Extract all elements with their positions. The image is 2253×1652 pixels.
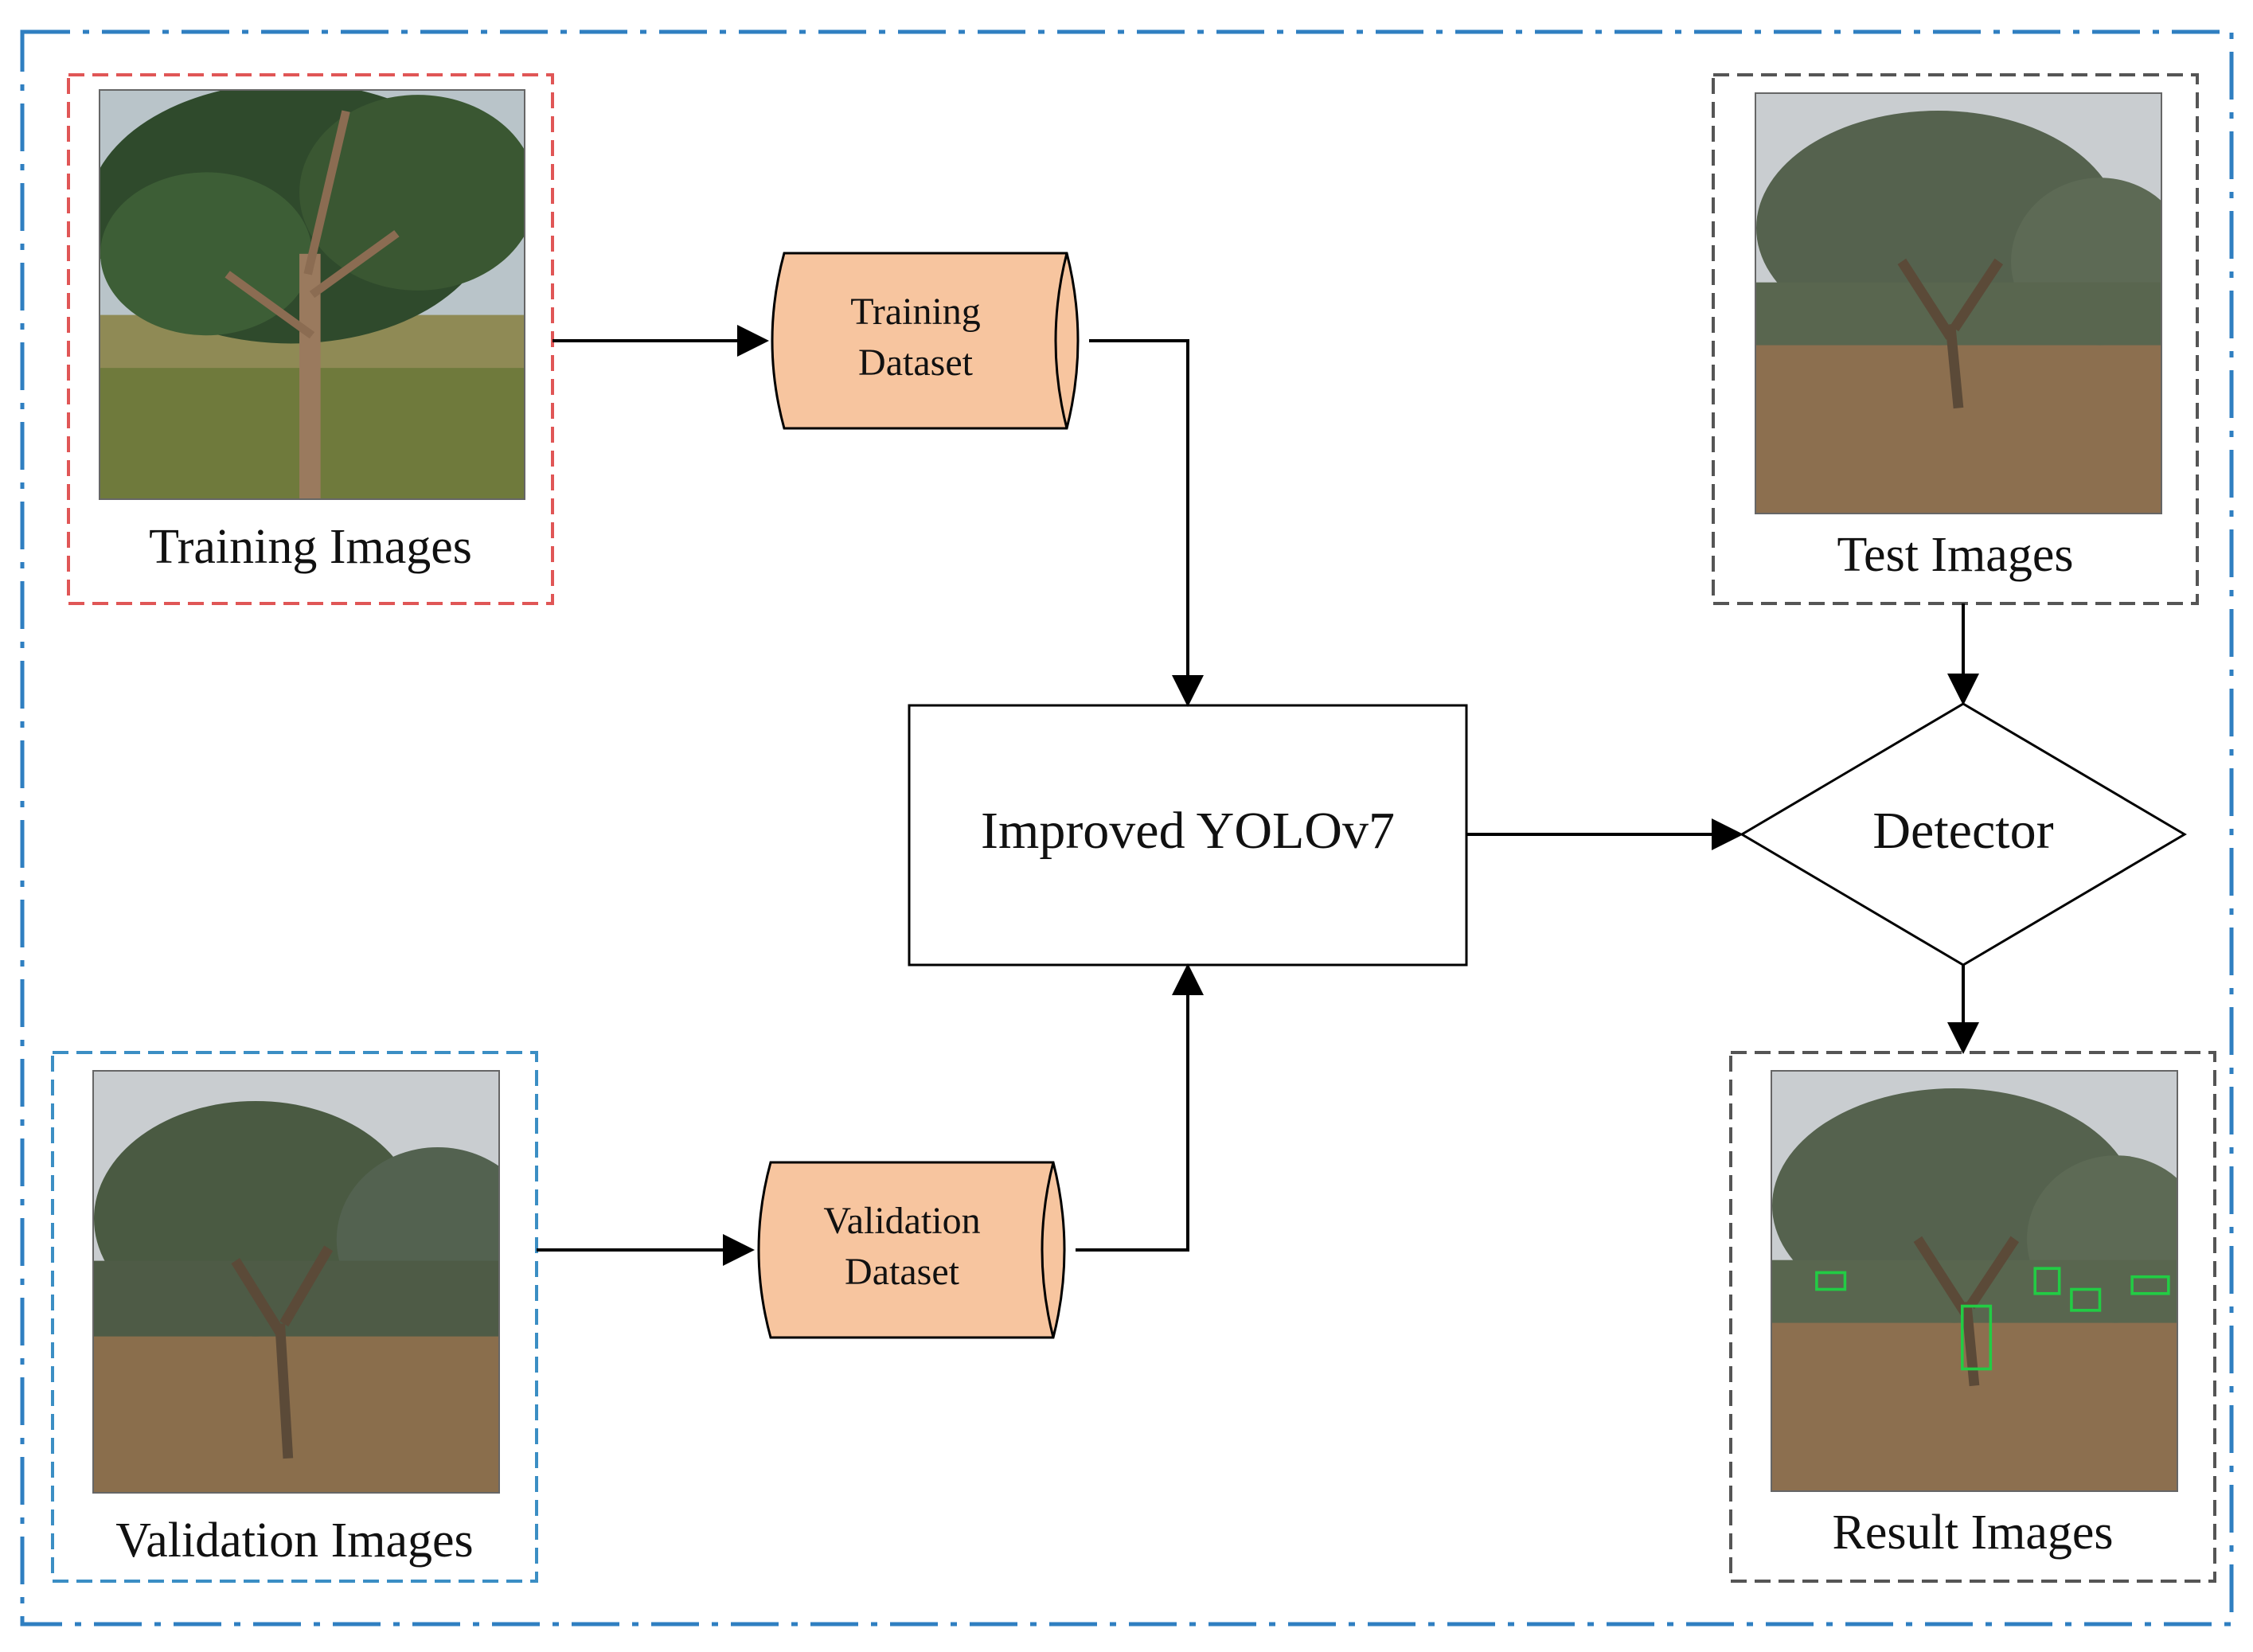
test-images-frame xyxy=(1712,73,2199,605)
training-tree-photo xyxy=(99,89,525,500)
training-dataset-line2: Dataset xyxy=(858,342,973,384)
training-images-label: Training Images xyxy=(149,520,472,574)
result-images-label: Result Images xyxy=(1832,1506,2114,1560)
validation-dataset-line2: Dataset xyxy=(845,1251,959,1293)
validation-dataset-line1: Validation xyxy=(823,1200,981,1242)
test-images-label: Test Images xyxy=(1837,528,2074,582)
model-box xyxy=(908,704,1468,967)
test-tree-photo xyxy=(1755,92,2162,514)
outer-frame xyxy=(20,29,2234,1627)
validation-dataset-label: Validation Dataset xyxy=(771,1196,1033,1298)
detector-label: Detector xyxy=(1872,802,2054,860)
training-dataset-label: Training Dataset xyxy=(784,287,1047,389)
validation-images-frame xyxy=(51,1051,538,1583)
validation-tree-photo xyxy=(92,1070,500,1494)
edge-validation-dataset-to-model xyxy=(1076,963,1204,1252)
edges xyxy=(537,325,1979,1266)
result-tree-photo xyxy=(1771,1070,2178,1492)
training-dataset-cylinder xyxy=(771,252,1080,430)
validation-dataset-cylinder xyxy=(757,1161,1066,1339)
training-dataset-line1: Training xyxy=(850,291,981,333)
model-label: Improved YOLOv7 xyxy=(981,802,1395,860)
detection-boxes xyxy=(1815,1267,2170,1371)
edge-training-dataset-to-model xyxy=(1089,339,1204,707)
validation-images-label: Validation Images xyxy=(115,1513,474,1568)
